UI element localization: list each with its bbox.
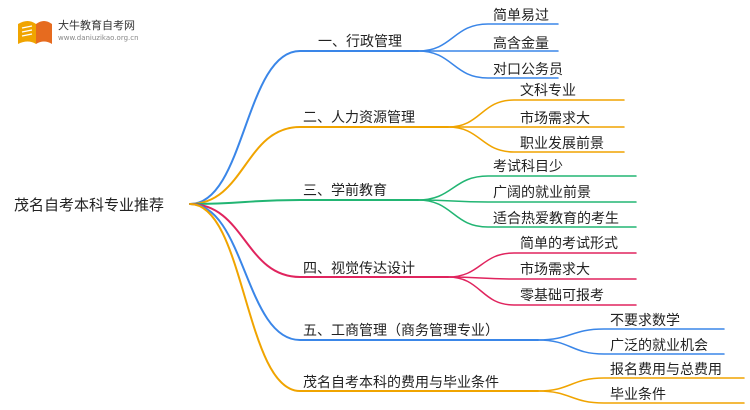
- branch-connector-3: [189, 199, 419, 205]
- leaf-label-4-1: 简单的考试形式: [520, 236, 618, 252]
- root-node: 茂名自考本科专业推荐: [14, 196, 165, 214]
- branch-connector-1: [189, 50, 419, 205]
- branch-label-3: 三、学前教育: [303, 183, 387, 199]
- leaf-connector-3-3: [417, 199, 637, 228]
- leaf-label-5-1: 不要求数学: [610, 313, 680, 329]
- leaf-connector-4-1: [447, 252, 637, 278]
- leaf-connector-3-2: [417, 199, 637, 203]
- leaf-connector-5-2: [537, 339, 725, 355]
- branch-label-4: 四、视觉传达设计: [303, 261, 415, 277]
- branch-connector-2: [189, 126, 449, 205]
- leaf-label-6-2: 毕业条件: [610, 387, 666, 403]
- leaf-label-1-2: 高含金量: [493, 36, 549, 52]
- leaf-label-6-1: 报名费用与总费用: [610, 362, 722, 378]
- leaf-label-4-2: 市场需求大: [520, 262, 590, 278]
- branch-connector-5: [189, 203, 539, 341]
- book-icon: [18, 21, 52, 44]
- leaf-connector-6-2: [537, 390, 745, 404]
- leaf-label-5-2: 广泛的就业机会: [610, 338, 708, 354]
- logo-title: 大牛教育自考网: [58, 19, 135, 32]
- leaf-label-3-2: 广阔的就业前景: [493, 185, 591, 201]
- leaf-connector-2-3: [447, 126, 625, 153]
- branch-label-2: 二、人力资源管理: [303, 110, 415, 126]
- leaf-connector-5-1: [537, 328, 725, 341]
- leaf-connector-1-1: [417, 23, 559, 52]
- branch-connector-4: [189, 203, 449, 278]
- branch-connector-6: [189, 203, 539, 392]
- leaf-label-4-3: 零基础可报考: [520, 288, 604, 304]
- leaf-label-1-1: 简单易过: [493, 8, 549, 24]
- leaf-connector-6-1: [537, 377, 745, 392]
- logo-url: www.daniuzikao.org.cn: [58, 34, 139, 42]
- site-logo: 大牛教育自考网 www.daniuzikao.org.cn: [14, 14, 164, 50]
- leaf-label-3-1: 考试科目少: [493, 159, 563, 175]
- leaf-label-2-2: 市场需求大: [520, 111, 590, 127]
- leaf-connector-4-3: [447, 276, 637, 306]
- leaf-connector-1-3: [417, 50, 559, 79]
- leaf-connector-2-1: [447, 99, 625, 128]
- branch-label-1: 一、行政管理: [318, 34, 402, 50]
- leaf-label-2-3: 职业发展前景: [520, 136, 604, 152]
- branch-label-5: 五、工商管理（商务管理专业）: [303, 323, 499, 339]
- leaf-connector-3-1: [417, 175, 637, 201]
- leaf-label-2-1: 文科专业: [520, 83, 576, 99]
- leaf-label-1-3: 对口公务员: [493, 62, 563, 78]
- leaf-connector-4-2: [447, 276, 637, 280]
- leaf-label-3-3: 适合热爱教育的考生: [493, 211, 619, 227]
- branch-label-6: 茂名自考本科的费用与毕业条件: [303, 375, 499, 391]
